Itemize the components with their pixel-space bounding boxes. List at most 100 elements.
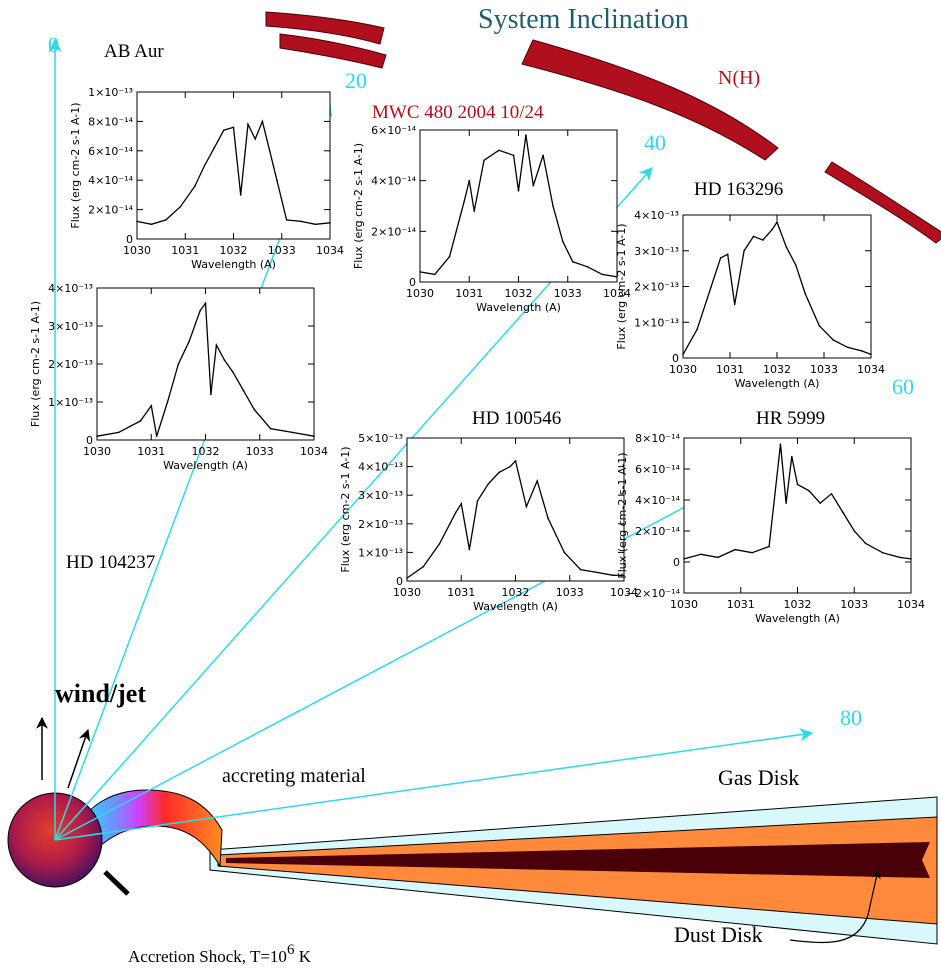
- shock-text: Accretion Shock, T=10: [128, 947, 287, 966]
- spectrum-point: [776, 221, 778, 223]
- spectrum-point: [179, 205, 182, 208]
- y-tick-label: 0: [126, 233, 133, 246]
- nh-band-segment: [279, 33, 387, 69]
- x-tick-label: 1030: [669, 363, 697, 376]
- y-tick-label: 6×10⁻¹⁴: [371, 124, 416, 137]
- x-tick-label: 1032: [763, 363, 791, 376]
- y-tick-label: 2×10⁻¹³: [358, 518, 403, 531]
- spectrum-point: [571, 260, 574, 263]
- spectrum-point: [136, 220, 138, 223]
- spectrum-point: [808, 489, 810, 492]
- spectrum-point: [406, 577, 408, 579]
- x-tick-label: 1031: [447, 586, 475, 599]
- angle-label-20: 20: [345, 68, 367, 93]
- plot-frame: [419, 129, 618, 283]
- x-tick-label: 1034: [610, 586, 638, 599]
- y-tick-label: 1×10⁻¹³: [634, 316, 679, 329]
- spectrum-point: [547, 517, 549, 519]
- accretion-shock-label: Accretion Shock, T=106 K: [128, 942, 312, 966]
- x-tick-label: 1033: [840, 598, 868, 611]
- y-axis-label: Flux (erg cm-2 s-1 A-1): [29, 301, 42, 427]
- spectrum-point: [231, 370, 234, 373]
- spectrum-point: [215, 344, 218, 346]
- spectrum-point: [232, 126, 235, 129]
- spectrum-point: [771, 228, 774, 231]
- x-tick-label: 1034: [300, 445, 328, 458]
- dust-disk-label: Dust Disk: [674, 922, 763, 947]
- spectrum-point: [733, 303, 736, 306]
- y-tick-label: 0: [86, 434, 93, 447]
- spectrum-point: [818, 325, 821, 327]
- x-axis-label: Wavelength (A): [191, 258, 276, 271]
- spectrum-point: [463, 200, 466, 202]
- spectrum-point: [910, 558, 912, 560]
- spectrum-point: [254, 138, 257, 140]
- spectrum-point: [717, 556, 719, 559]
- gas-disk-label: Gas Disk: [718, 765, 799, 790]
- spectrum-point: [525, 134, 527, 136]
- spectrum-point: [419, 271, 421, 273]
- y-tick-label: 3×10⁻¹³: [48, 320, 93, 333]
- y-tick-label: 3×10⁻¹³: [358, 489, 403, 502]
- y-tick-label: 4×10⁻¹⁴: [371, 175, 416, 188]
- spectrum-point: [881, 551, 884, 554]
- spectrum-point: [509, 465, 511, 468]
- spectrum-point: [329, 222, 331, 224]
- star-label-hd163296: HD 163296: [694, 179, 783, 200]
- wind-jet-label: wind/jet: [55, 679, 146, 708]
- spectrum-point: [830, 493, 833, 495]
- x-tick-label: 1034: [603, 287, 631, 300]
- spectrum-point: [525, 505, 528, 508]
- spectrum-point: [682, 353, 684, 356]
- spectrum-point: [276, 179, 278, 181]
- y-tick-label: 2×10⁻¹⁴: [371, 225, 416, 238]
- sight-line-60: [54, 480, 736, 841]
- spectrum-point: [563, 551, 566, 554]
- x-tick-label: 1034: [857, 363, 885, 376]
- star-label-hr5999: HR 5999: [756, 408, 825, 429]
- spectrum-point: [314, 223, 317, 226]
- dust-disk-pointer: [789, 869, 881, 944]
- spectrum-point: [710, 285, 712, 288]
- y-axis-label: Flux (erg cm-2 s-1 A-1): [352, 143, 365, 269]
- spectrum-point: [242, 389, 245, 392]
- spectrum-point: [300, 220, 302, 223]
- spectrum-point: [864, 542, 867, 545]
- spectrum-point: [210, 393, 212, 396]
- x-tick-label: 1033: [556, 586, 584, 599]
- spectrum-point: [498, 149, 500, 152]
- spectrum-point: [213, 147, 215, 149]
- x-tick-label: 1031: [137, 445, 165, 458]
- y-tick-label: 1×10⁻¹³: [88, 86, 133, 99]
- y-tick-label: 0: [672, 352, 679, 365]
- spectrum-point: [261, 120, 264, 123]
- spectrum-point: [150, 405, 153, 407]
- spectrum-point: [199, 310, 201, 312]
- y-tick-label: 2×10⁻¹³: [48, 358, 93, 371]
- x-tick-label: 1034: [316, 244, 344, 257]
- y-tick-label: 0: [396, 575, 403, 588]
- spectrum-point: [726, 253, 729, 256]
- y-tick-label: 0: [673, 556, 680, 569]
- spectrum-point: [804, 292, 806, 295]
- spectrum-point: [483, 159, 485, 162]
- spectrum-point: [438, 543, 441, 545]
- star-label-hd104237: HD 104237: [66, 552, 155, 573]
- spectrum-point: [498, 471, 501, 474]
- x-axis-label: Wavelength (A): [476, 301, 561, 314]
- spectrum-point: [853, 530, 856, 532]
- x-tick-label: 1033: [810, 363, 838, 376]
- x-tick-label: 1034: [897, 598, 925, 611]
- y-tick-label: 3×10⁻¹³: [634, 245, 679, 258]
- y-tick-label: 1×10⁻¹³: [48, 396, 93, 409]
- spectrum-point: [517, 190, 520, 192]
- spectrum-point: [779, 443, 782, 446]
- spectrum-point: [269, 427, 272, 430]
- plot-frame: [136, 91, 331, 240]
- shock-exponent: 6: [287, 942, 295, 958]
- dust-disk: [226, 842, 930, 878]
- spectrum-point: [223, 359, 226, 362]
